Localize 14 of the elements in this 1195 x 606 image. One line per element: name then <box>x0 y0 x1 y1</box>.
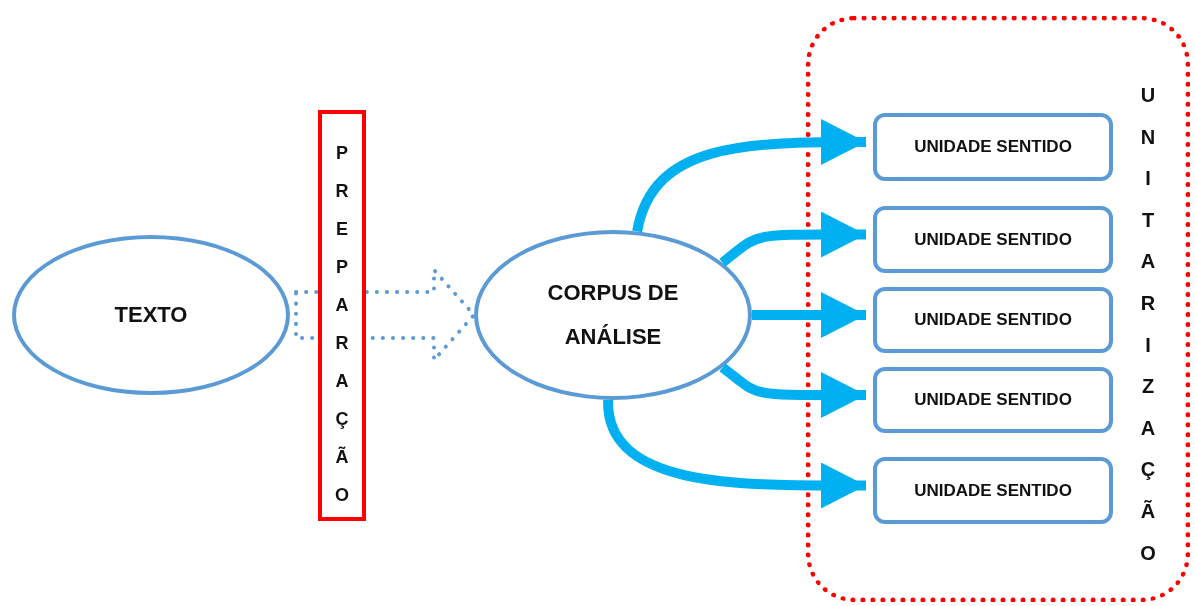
unit-box: UNIDADE SENTIDO <box>873 287 1113 353</box>
curved-arrow <box>632 119 866 233</box>
vertical-label-box: PREPARAÇÃO <box>318 110 366 521</box>
curved-arrow <box>603 399 866 509</box>
unit-box: UNIDADE SENTIDO <box>873 206 1113 273</box>
ellipse-node: CORPUS DE ANÁLISE <box>474 230 752 400</box>
unit-box: UNIDADE SENTIDO <box>873 113 1113 181</box>
curved-arrow <box>752 292 866 338</box>
ellipse-node: TEXTO <box>12 235 290 395</box>
unit-box: UNIDADE SENTIDO <box>873 367 1113 433</box>
dotted-region: UNITARIZAÇÃO UNIDADE SENTIDO UNIDADE SENTIDO UNIDADE SENTIDO UNIDADE SENTIDO UNIDADE SENTIDO <box>806 16 1190 602</box>
curved-arrow <box>719 211 866 267</box>
curved-arrow <box>719 363 866 419</box>
unit-box: UNIDADE SENTIDO <box>873 457 1113 524</box>
